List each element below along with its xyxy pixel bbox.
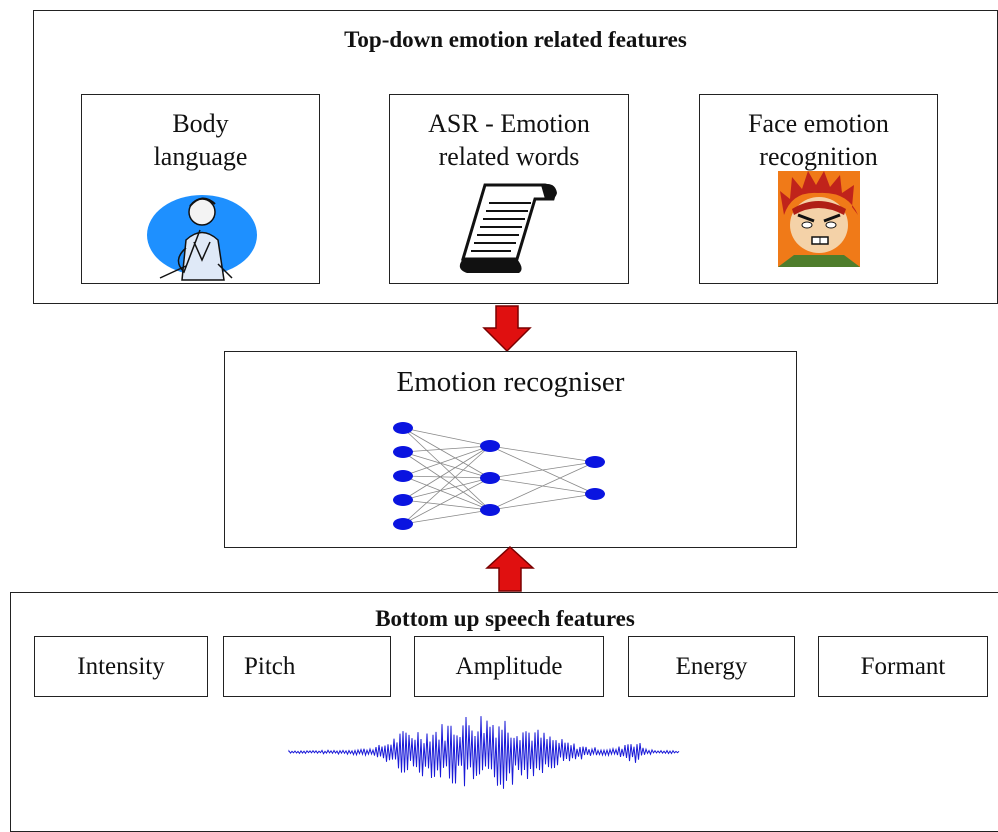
- feature-energy: Energy: [628, 636, 795, 697]
- network-edge: [402, 475, 491, 479]
- speech-waveform: [288, 716, 680, 789]
- network-edge: [402, 475, 491, 511]
- network-edge: [402, 445, 491, 525]
- body-language-person-icon: [147, 195, 257, 281]
- feature-formant: Formant: [818, 636, 988, 697]
- network-edge: [402, 477, 491, 525]
- network-node: [393, 518, 413, 530]
- network-edge: [489, 461, 596, 479]
- network-node: [393, 470, 413, 482]
- feature-intensity-label: Intensity: [77, 652, 165, 680]
- body-language-line1: Body: [172, 109, 229, 138]
- top-down-title: Top-down emotion related features: [344, 27, 687, 52]
- network-node: [393, 446, 413, 458]
- network-edge: [402, 445, 491, 453]
- network-node: [393, 494, 413, 506]
- network-edge: [489, 493, 596, 511]
- bottom-up-features-panel: Bottom up speech features Intensity Pitc…: [10, 592, 998, 832]
- network-edge: [402, 445, 491, 477]
- network-node: [480, 440, 500, 452]
- network-node: [480, 504, 500, 516]
- feature-amplitude: Amplitude: [414, 636, 604, 697]
- network-edge: [489, 461, 596, 511]
- network-node: [585, 488, 605, 500]
- scroll-icon: [459, 183, 557, 273]
- emotion-recogniser-panel: Emotion recogniser: [224, 351, 797, 548]
- asr-emotion-line1: ASR - Emotion: [428, 109, 590, 138]
- network-edge: [402, 427, 491, 511]
- feature-intensity: Intensity: [34, 636, 208, 697]
- body-language-line2: language: [153, 142, 248, 171]
- network-edge: [402, 499, 491, 511]
- network-edge: [402, 445, 491, 501]
- top-down-features-panel: Top-down emotion related features Body l…: [33, 10, 998, 304]
- asr-emotion-line2: related words: [438, 142, 580, 171]
- network-edge: [402, 451, 491, 479]
- network-edge: [489, 445, 596, 463]
- feature-pitch: Pitch: [223, 636, 391, 697]
- face-emotion-card: Face emotion recognition: [699, 94, 938, 284]
- network-edge: [402, 509, 491, 525]
- waveform-path: [288, 716, 680, 789]
- feature-amplitude-label: Amplitude: [455, 652, 563, 680]
- face-emotion-line2: recognition: [759, 142, 878, 171]
- neural-network-diagram: [393, 422, 605, 530]
- network-node: [585, 456, 605, 468]
- asr-emotion-label: ASR - Emotion related words: [390, 107, 628, 173]
- bottom-up-title: Bottom up speech features: [375, 606, 635, 631]
- network-edge: [402, 477, 491, 501]
- network-node: [393, 422, 413, 434]
- feature-energy-label: Energy: [675, 652, 748, 680]
- network-edge: [402, 451, 491, 511]
- asr-emotion-words-card: ASR - Emotion related words: [389, 94, 629, 284]
- network-edge: [402, 427, 491, 447]
- body-language-card: Body language: [81, 94, 320, 284]
- face-emotion-line1: Face emotion: [748, 109, 889, 138]
- feature-formant-label: Formant: [860, 652, 946, 680]
- emotion-recogniser-title: Emotion recogniser: [396, 366, 625, 398]
- network-node: [480, 472, 500, 484]
- body-language-label: Body language: [82, 107, 319, 173]
- down-arrow: [482, 305, 532, 353]
- network-edge: [402, 427, 491, 479]
- feature-pitch-label: Pitch: [244, 652, 296, 680]
- face-emotion-label: Face emotion recognition: [700, 107, 937, 173]
- angry-face-icon: [778, 171, 860, 267]
- up-arrow: [485, 545, 535, 592]
